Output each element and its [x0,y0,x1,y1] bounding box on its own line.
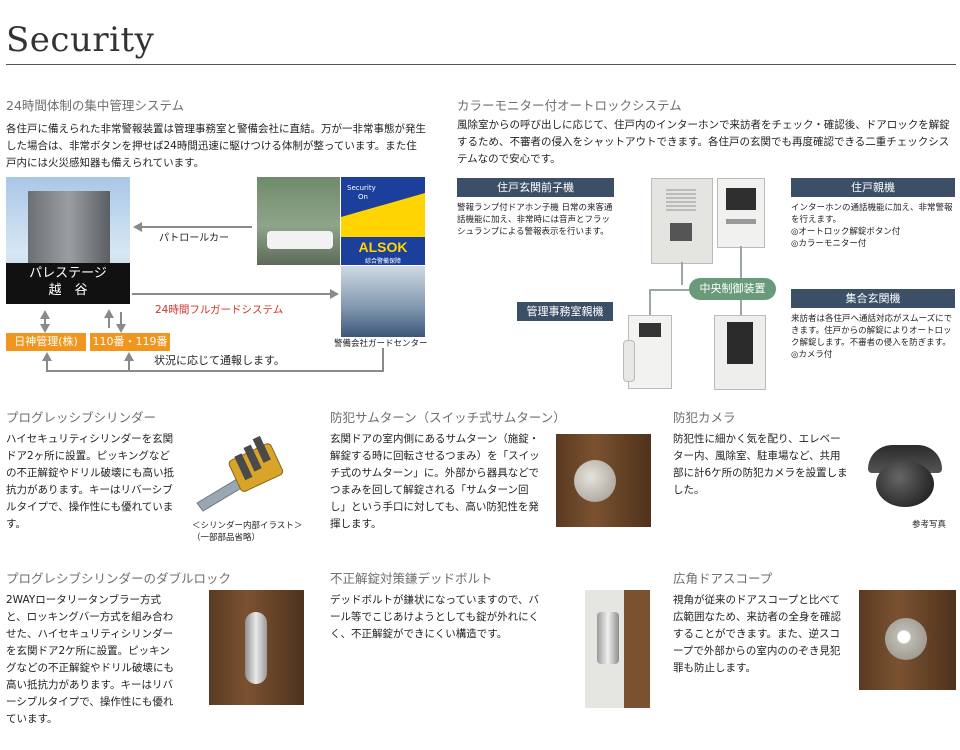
building-label-line1: パレステージ [29,266,107,281]
lobby-unit-description: 来訪者は各住戸へ通話対応がスムーズにできます。住戸からの解錠によりオートロック解… [791,314,953,360]
entrance-unit-label: 住戸玄関前子機 [457,178,614,197]
master-unit-description: インターホンの通話機能に加え、非常警報を行えます。 ◎オートロック解錠ボタン付 … [791,203,953,249]
patrol-car-photo [257,177,340,265]
emergency-down-line [120,312,122,326]
section-heading-central-management: 24時間体制の集中管理システム [6,98,185,113]
double-lock-photo [209,590,304,705]
central-control-badge: 中央制御装置 [689,278,776,300]
feature-body-cylinder: ハイセキュリティシリンダーを玄関ドア2ヶ所に設置。ピッキングなどの不正解錠やドリ… [6,433,174,530]
patrol-arrow-head [133,222,142,232]
autolock-description: 風除室からの呼び出しに応じて、住戸内のインターホンで来訪者をチェック・確認後、ド… [457,119,950,165]
mgmt-up-arrow [40,310,50,319]
building-shape [28,191,110,263]
master-unit-label: 住戸親機 [791,178,955,197]
alsok-brand: ALSOK [358,239,408,255]
feature-heading-deadbolt: 不正解錠対策鎌デッドボルト [330,571,493,586]
alsok-sign-bottom-band [341,237,425,265]
feature-heading-doorscope: 広角ドアスコープ [673,571,773,586]
guard-center-photo [341,266,425,337]
fullguard-arrow-line [132,293,330,295]
feature-heading-camera: 防犯カメラ [673,410,736,425]
alsok-sign-blue-band [341,177,425,217]
doorscope-lens [885,618,927,660]
deadbolt-hook [597,612,619,664]
master-unit-buttons [726,219,756,224]
connector-lobby [740,298,742,315]
building-label-box [6,263,130,304]
master-unit-device [717,178,765,248]
lobby-unit-panel [727,322,753,364]
connector-entrance [681,262,683,285]
building-label-line2: 越 谷 [48,283,88,298]
mgmt-master-handset [623,340,635,382]
connector-master [740,246,742,285]
lobby-unit-label: 集合玄関機 [791,289,955,308]
mgmt-master-device [623,315,672,389]
report-mid-riser [128,354,130,371]
report-label: 状況に応じて通報します。 [152,352,287,368]
guard-center-label: 警備会社ガードセンター [334,339,428,349]
fullguard-label: 24時間フルガードシステム [155,304,284,316]
feature-body-thumbturn: 玄関ドアの室内側にあるサムターン（施錠・解錠する時に回転させるつまみ）を「スイッ… [330,433,540,530]
cylinder-caption: ＜シリンダー内部イラスト＞ （一部部品省略） [192,521,303,543]
entrance-unit-button [670,223,692,241]
connector-mgmt-h [649,289,691,291]
feature-heading-cylinder: プログレッシブシリンダー [6,410,157,425]
patrol-car-label: パトロールカー [159,233,229,244]
emergency-down-arrow [116,324,126,333]
mgmt-company-box: 日神管理(株) [6,333,86,351]
report-bottom-line [46,370,384,372]
feature-body-camera: 防犯性に細かく気を配り、エレベーター内、風除室、駐車場など、共用部に計6ケ所の防… [673,433,848,496]
emergency-number-box: 110番・119番 [90,333,170,351]
camera-dome [876,461,934,507]
cylinder-svg [196,435,284,512]
entrance-unit-device [651,178,713,264]
feature-heading-thumbturn: 防犯サムターン（スイッチ式サムターン） [330,410,566,425]
feature-body-doorscope: 視角が従来のドアスコープと比べて広範囲なため、来訪者の全身を確認することができま… [673,594,841,674]
feature-body-double-lock: 2WAYロータリータンブラー方式と、ロッキングバー方式を組み合わせた、ハイセキュ… [6,594,174,725]
page-title: Security [6,20,155,60]
title-rule [6,64,956,65]
patrol-arrow-line [140,226,252,228]
report-mid-arrow [124,352,134,361]
feature-heading-double-lock: プログレシブシリンダーのダブルロック [6,571,232,586]
alsok-sign-line1: Security [347,184,376,192]
lobby-unit-device [714,315,766,390]
mgmt-master-label: 管理事務室親機 [517,302,613,321]
central-management-description: 各住戸に備えられた非常警報装置は管理事務室と警備会社に直結。万が一非常事態が発生… [6,123,426,169]
entrance-unit-description: 警報ランプ付ドアホン子機 日常の来客通話機能に加え、非常時には音声とフラッシュラ… [457,203,613,237]
master-unit-screen [726,188,756,210]
double-lock-handle [245,612,267,684]
mgmt-down-arrow [40,324,50,333]
alsok-sign-line2: On [358,193,368,201]
report-left-riser [46,354,48,371]
thumbturn-knob [574,460,616,502]
fullguard-arrow-head [330,289,339,299]
cylinder-illustration [185,433,305,513]
mgmt-updown-line [44,315,46,327]
emergency-up-line [108,314,110,328]
doorscope-photo [859,590,956,690]
entrance-speaker-grille [666,189,696,211]
mgmt-master-screen [639,323,661,337]
connector-mgmt [649,289,651,315]
camera-photo [862,441,948,511]
building-photo: パレステージ 越 谷 [6,177,130,304]
patrol-car-shape [267,231,333,249]
deadbolt-photo [585,590,650,708]
alsok-sub: 綜合警備保障 [364,258,401,265]
emergency-up-arrow [104,309,114,318]
thumbturn-photo [556,434,651,527]
section-heading-autolock: カラーモニター付オートロックシステム [457,98,682,113]
alsok-sign: Security On ALSOK 綜合警備保障 [341,177,425,265]
camera-caption: 参考写真 [912,520,947,530]
report-right-riser [382,348,384,372]
feature-body-deadbolt: デッドボルトが鎌状になっていますので、バール等でこじあけようとしても錠が外れにく… [330,594,540,640]
report-left-arrow [42,352,52,361]
